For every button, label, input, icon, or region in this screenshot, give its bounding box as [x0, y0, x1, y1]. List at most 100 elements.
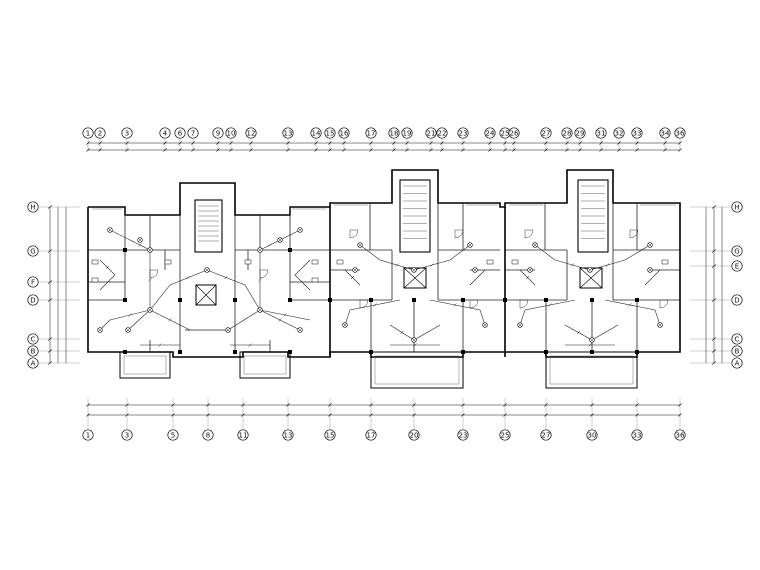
fixture-cross — [205, 268, 209, 272]
axis-top-6-circle — [174, 127, 186, 139]
axis-bottom-3-label: 3 — [125, 431, 129, 439]
fixture-cross — [226, 328, 230, 332]
wire-slash — [248, 343, 252, 347]
dim-tick-top — [678, 148, 682, 152]
axis-top-1-label: 1 — [86, 129, 90, 137]
dim-tick-bottom — [412, 403, 416, 407]
axis-top-9-label: 9 — [216, 129, 220, 137]
dim-tick-top — [429, 141, 433, 145]
door-swing-6 — [629, 229, 639, 239]
dim-tick-top — [178, 141, 182, 145]
distribution-box — [336, 259, 344, 265]
wire-slash — [224, 275, 228, 280]
axis-top-18-circle — [388, 127, 400, 139]
axis-top-27-label: 27 — [542, 129, 551, 137]
axis-bottom-20-label: 20 — [410, 431, 419, 439]
axis-top-27-circle — [540, 127, 552, 139]
wire-slash — [300, 265, 305, 270]
axis-top-4-label: 4 — [163, 129, 168, 137]
axis-top-7-circle — [187, 127, 199, 139]
wire-run-13 — [359, 244, 415, 271]
wire-slash — [395, 263, 399, 267]
dim-tick-bottom — [241, 413, 245, 417]
axis-top-22-circle — [436, 127, 448, 139]
wire-slash — [605, 263, 610, 267]
axis-top-33-label: 33 — [633, 129, 642, 137]
dim-tick-top — [617, 148, 621, 152]
dim-tick-bottom — [412, 413, 416, 417]
door-swing-2 — [259, 269, 269, 279]
structural-column — [635, 298, 639, 302]
axis-left-A-circle — [27, 357, 39, 369]
dim-tick-left — [47, 349, 53, 353]
structural-column — [461, 298, 465, 302]
stair-core-2 — [399, 179, 431, 253]
dim-tick-top — [503, 148, 507, 152]
dim-tick-right — [711, 349, 717, 353]
axis-top-7-label: 7 — [191, 129, 195, 137]
stair-core-1 — [194, 199, 223, 253]
dim-tick-bottom — [328, 403, 332, 407]
axis-right-G-label: G — [734, 247, 739, 255]
dim-tick-top — [369, 141, 373, 145]
axis-top-28-circle — [561, 127, 573, 139]
dim-tick-top — [512, 148, 516, 152]
axis-right-B-circle — [731, 345, 743, 357]
dim-tick-top — [229, 141, 233, 145]
elevator-1 — [195, 284, 217, 306]
wall-outline — [87, 169, 681, 389]
dim-tick-bottom — [544, 413, 548, 417]
axis-top-32-circle — [613, 127, 625, 139]
axis-bottom-23-label: 23 — [459, 431, 468, 439]
structural-column — [123, 298, 127, 302]
axis-top-34-circle — [659, 127, 671, 139]
wire-run-19 — [589, 244, 651, 271]
dim-tick-top — [191, 141, 195, 145]
distribution-box — [511, 259, 519, 265]
axis-bottom-33-label: 33 — [633, 431, 642, 439]
fixture-cross — [648, 268, 652, 272]
fixture-cross — [648, 243, 652, 247]
structural-column — [544, 298, 548, 302]
axis-bottom-30-circle — [586, 429, 598, 441]
wire-run-1 — [127, 250, 151, 331]
balcony-3 — [370, 351, 464, 389]
wire-run-18 — [534, 244, 591, 271]
axis-bottom-20-circle — [408, 429, 420, 441]
dim-tick-right — [711, 264, 717, 268]
fixture-cross — [98, 328, 102, 332]
axis-top-31-circle — [595, 127, 607, 139]
stair-core-3 — [577, 179, 609, 253]
axis-bottom-13-label: 13 — [284, 431, 293, 439]
dim-tick-top — [488, 141, 492, 145]
wire-run-4 — [227, 250, 261, 331]
structural-column — [178, 298, 182, 302]
dim-tick-top — [405, 141, 409, 145]
dim-tick-bottom — [286, 403, 290, 407]
door-swing-1 — [149, 269, 159, 279]
axis-left-F-circle — [27, 276, 39, 288]
dim-tick-bottom — [86, 403, 90, 407]
structural-column — [544, 350, 548, 354]
axis-right-E-circle — [731, 260, 743, 272]
wire-slash — [105, 265, 110, 270]
axis-top-12-circle — [245, 127, 257, 139]
axis-bottom-1-label: 1 — [86, 431, 90, 439]
door-swing-5 — [524, 229, 534, 239]
wire-slash — [268, 243, 272, 247]
axis-left-B-label: B — [31, 347, 36, 355]
structural-column — [369, 350, 373, 354]
axis-bottom-36-circle — [674, 429, 686, 441]
fixture-cross — [518, 323, 522, 327]
dim-tick-top — [216, 141, 220, 145]
wire-slash — [548, 303, 552, 307]
exterior-wall — [87, 169, 681, 358]
axis-top-26-label: 26 — [510, 129, 519, 137]
dim-tick-top — [178, 148, 182, 152]
wire-slash — [128, 313, 132, 317]
axis-top-26-circle — [508, 127, 520, 139]
structural-column — [503, 298, 507, 302]
dim-tick-bottom — [461, 403, 465, 407]
dim-tick-bottom — [206, 403, 210, 407]
